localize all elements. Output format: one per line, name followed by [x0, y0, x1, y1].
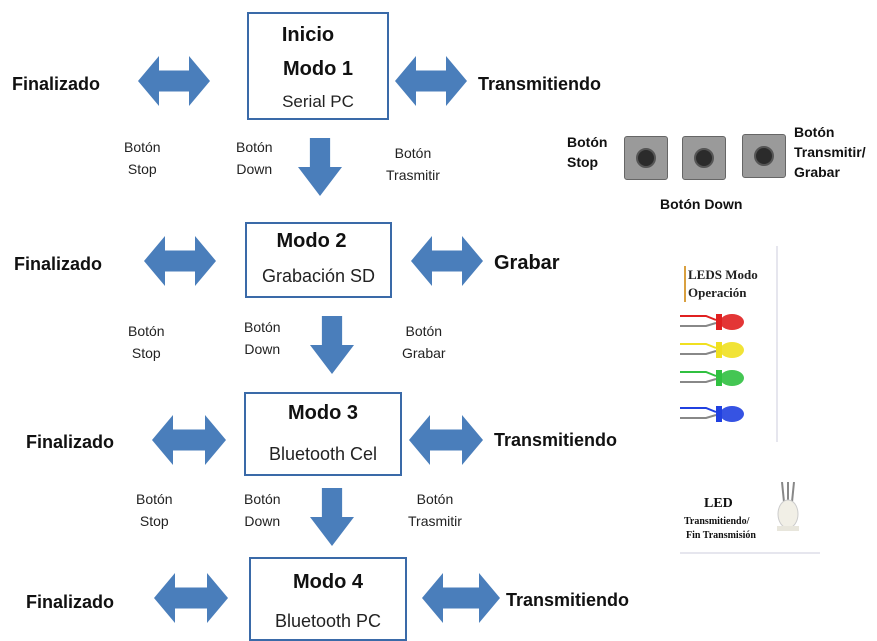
mode-3-left-label: Finalizado: [26, 432, 115, 452]
led-icon-4: [680, 406, 744, 422]
led-icon-1: [680, 314, 744, 330]
mode-4-left-arrow: [154, 573, 228, 623]
mode-3-title: Modo 3: [288, 402, 358, 424]
mode-3-left-arrow: [152, 415, 226, 465]
mode-1-down-label: Botón Down: [236, 139, 273, 177]
mode-4-subtitle: Bluetooth PC: [274, 611, 382, 631]
mode-1-heading: Inicio: [281, 24, 335, 46]
mode-1-left-arrow: [138, 56, 210, 106]
mode-4-left-label: Finalizado: [26, 592, 115, 612]
mode-3-box: Modo 3 Bluetooth Cel: [244, 392, 402, 476]
mode-3-stop-label: Botón Stop: [136, 491, 173, 529]
leds-mode-title: LEDS Modo Operación: [684, 266, 758, 302]
mode-3-subtitle: Bluetooth Cel: [268, 444, 378, 464]
mode-4-title: Modo 4: [293, 571, 363, 593]
mode-2-down-arrow: [310, 316, 354, 374]
mode-2-right-arrow: [411, 236, 483, 286]
mode-3-down-arrow: [310, 488, 354, 546]
mode-2-stop-label: Botón Stop: [128, 323, 165, 361]
mode-1-title: Modo 1: [283, 58, 353, 80]
mode-2-right-label: Grabar: [494, 252, 560, 274]
mode-2-left-arrow: [144, 236, 216, 286]
mode-2-left-label: Finalizado: [14, 254, 103, 274]
mode-1-right-arrow: [395, 56, 467, 106]
stop-pushbutton-icon: [624, 136, 668, 180]
mode-1-box: Inicio Modo 1 Serial PC: [247, 12, 389, 120]
mode-1-transmit-label: Botón Trasmitir: [386, 145, 440, 183]
leds-mode-panel: LEDS Modo Operación: [676, 246, 778, 442]
led-icon-2: [680, 342, 744, 358]
mode-1-stop-label: Botón Stop: [124, 139, 161, 177]
mode-1-down-arrow: [298, 138, 342, 196]
mode-2-title: Modo 2: [276, 230, 347, 252]
mode-4-box: Modo 4 Bluetooth PC: [249, 557, 407, 641]
led-transmit-line1: Transmitiendo/: [684, 516, 750, 527]
mode-2-box: Modo 2 Grabación SD: [245, 222, 392, 298]
legend-stop-label: Botón Stop: [567, 134, 608, 170]
mode-4-right-label: Transmitiendo: [506, 590, 630, 610]
mode-3-down-label: Botón Down: [244, 491, 281, 529]
leds-mode-title-line2: Operación: [688, 285, 747, 300]
led-icon-3: [680, 370, 744, 386]
leds-mode-icons: [680, 314, 744, 422]
white-led-icon: [777, 482, 799, 531]
mode-2-subtitle: Grabación SD: [261, 266, 376, 286]
mode-1-left-label: Finalizado: [12, 74, 101, 94]
mode-3-right-label: Transmitiendo: [494, 430, 618, 450]
mode-3-transmit-label: Botón Trasmitir: [408, 491, 462, 529]
led-transmit-title: LED: [704, 496, 733, 511]
down-pushbutton-icon: [682, 136, 726, 180]
mode-1-right-label: Transmitiendo: [478, 74, 602, 94]
mode-3-right-arrow: [409, 415, 483, 465]
mode-4-right-arrow: [422, 573, 500, 623]
legend-transmit-label: Botón Transmitir/ Grabar: [794, 124, 866, 180]
transmit-pushbutton-icon: [742, 134, 786, 178]
mode-2-record-label: Botón Grabar: [402, 323, 446, 361]
mode-2-down-label: Botón Down: [244, 319, 281, 357]
mode-1-subtitle: Serial PC: [282, 92, 354, 111]
legend-down-label: Botón Down: [660, 196, 743, 212]
leds-mode-title-line1: LEDS Modo: [688, 267, 758, 282]
led-transmit-line2: Fin Transmisión: [686, 530, 756, 541]
led-transmit-panel: LED Transmitiendo/ Fin Transmisión: [680, 482, 820, 554]
